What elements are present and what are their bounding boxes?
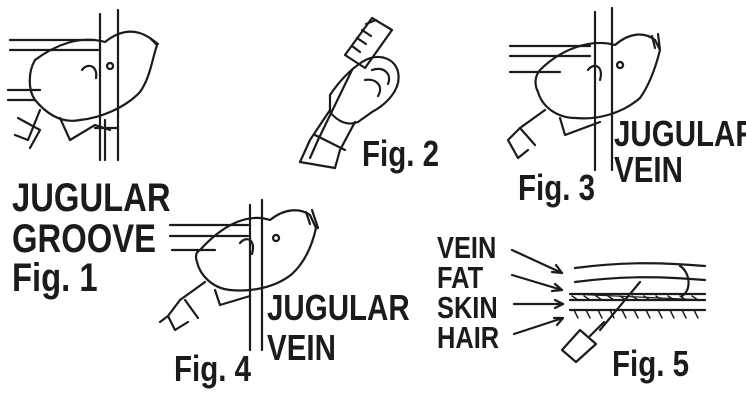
fig5-layer-hair: HAIR xyxy=(437,322,499,353)
fig5-layer-fat: FAT xyxy=(437,262,483,293)
fig4-vein-label: VEIN xyxy=(267,330,336,366)
fig1-groove-label: GROOVE xyxy=(12,219,156,259)
fig1-caption: Fig. 1 xyxy=(12,258,98,298)
fig4-caption: Fig. 4 xyxy=(174,351,251,387)
fig3-jugular-label: JUGULAR xyxy=(614,116,746,152)
fig3-vein-label: VEIN xyxy=(614,152,683,188)
fig4-jugular-label: JUGULAR xyxy=(267,290,410,326)
fig1-pig-head-icon xyxy=(8,10,158,160)
fig5-caption: Fig. 5 xyxy=(612,346,689,382)
fig2-caption: Fig. 2 xyxy=(362,136,439,172)
fig3-caption: Fig. 3 xyxy=(518,170,595,206)
fig5-layer-skin: SKIN xyxy=(437,292,498,323)
fig1-jugular-label: JUGULAR xyxy=(12,178,171,218)
fig5-layer-vein: VEIN xyxy=(437,232,496,263)
